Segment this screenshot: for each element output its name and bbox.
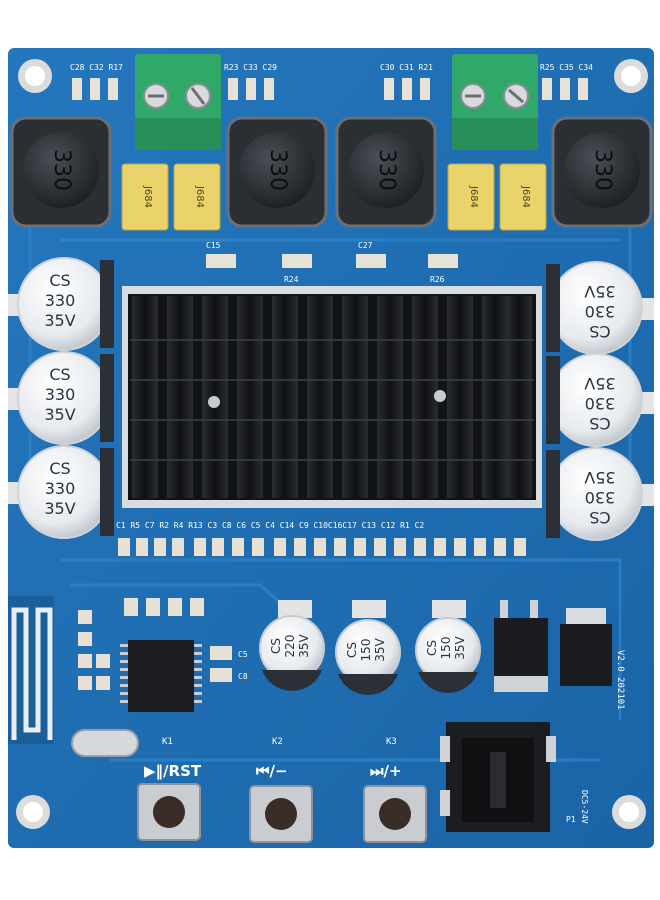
film-cap-3-label: J684: [468, 185, 479, 208]
small-caps: CS 220 35V CS 150 35V CS 150 35V: [259, 600, 481, 695]
ref-r24: R24: [284, 275, 299, 284]
svg-text:CS: CS: [589, 508, 610, 527]
speaker-terminal-right: [452, 54, 538, 150]
inductor-1-label: 330: [49, 149, 74, 191]
ref-top-left-b: R23 C33 C29: [224, 63, 277, 72]
svg-text:35V: 35V: [584, 468, 615, 487]
small-cap-3: CS 150 35V: [415, 600, 481, 693]
mid-smd: [206, 254, 458, 268]
top-smd-left: [72, 78, 274, 100]
large-cap-1: CS 330 35V: [8, 257, 114, 351]
bt-smd: [78, 598, 204, 690]
side-smd: [210, 646, 232, 682]
bt-ic: [120, 640, 202, 712]
svg-text:CS: CS: [49, 459, 70, 478]
smd-row: [118, 538, 526, 556]
inductor-2: 330: [226, 116, 328, 228]
button-label-plus: ⏭/+: [370, 762, 402, 780]
inductor-2-label: 330: [265, 149, 290, 191]
button-ref-k1: K1: [162, 737, 173, 747]
power-ref: P1: [566, 815, 576, 824]
film-cap-1-label: J684: [142, 185, 153, 208]
svg-text:35V: 35V: [297, 633, 311, 657]
large-caps-left: CS 330 35V CS 330 35V CS 330 35V: [8, 257, 114, 539]
inductors: 330 330 330 330: [10, 116, 653, 228]
svg-text:CS: CS: [345, 642, 359, 658]
top-smd-right: [384, 78, 588, 100]
heatsink-fins: [132, 296, 532, 498]
svg-text:CS: CS: [589, 414, 610, 433]
svg-text:330: 330: [585, 394, 616, 413]
svg-text:CS: CS: [269, 638, 283, 654]
svg-text:35V: 35V: [44, 405, 75, 424]
svg-text:150: 150: [359, 639, 373, 662]
svg-text:330: 330: [45, 385, 76, 404]
inductor-4-label: 330: [590, 149, 615, 191]
svg-text:CS: CS: [49, 365, 70, 384]
button-ref-k2: K2: [272, 737, 283, 747]
film-caps: J684 J684 J684 J684: [121, 163, 547, 231]
button-label-rst: ▶‖/RST: [144, 762, 202, 781]
ref-c5: C5: [238, 650, 248, 659]
ref-top-left-a: C28 C32 R17: [70, 63, 123, 72]
svg-text:220: 220: [283, 635, 297, 658]
svg-text:CS: CS: [589, 322, 610, 341]
voltage-regulator: [494, 600, 548, 692]
ref-r26: R26: [430, 275, 445, 284]
small-cap-2: CS 150 35V: [335, 600, 401, 695]
svg-text:35V: 35V: [584, 282, 615, 301]
large-cap-4: CS 330 35V: [546, 261, 654, 355]
svg-text:35V: 35V: [584, 374, 615, 393]
mount-holes: [16, 59, 648, 829]
svg-text:330: 330: [45, 479, 76, 498]
svg-text:35V: 35V: [44, 499, 75, 518]
version-mark: V2.0 202101: [615, 650, 625, 710]
ref-top-right-a: C30 C31 R21: [380, 63, 433, 72]
ref-top-right-b: R25 C35 C34: [540, 63, 593, 72]
power-label: DC5-24V: [580, 790, 589, 824]
ref-c27: C27: [358, 241, 373, 250]
dc-power-jack: [440, 722, 556, 832]
small-cap-1: CS 220 35V: [259, 600, 325, 691]
inductor-1: 330: [10, 116, 112, 228]
bluetooth-antenna: [8, 596, 54, 744]
svg-text:35V: 35V: [373, 637, 387, 661]
button-ref-k3: K3: [386, 737, 397, 747]
svg-text:330: 330: [585, 302, 616, 321]
button-label-minus: ⏮/−: [256, 762, 288, 780]
crystal-oscillator: [71, 729, 139, 757]
plus-button[interactable]: [363, 785, 427, 843]
svg-text:CS: CS: [49, 271, 70, 290]
rst-button[interactable]: [137, 783, 201, 841]
heatsink: [122, 286, 542, 508]
svg-text:35V: 35V: [453, 635, 467, 659]
ref-c8: C8: [238, 672, 248, 681]
inductor-3: 330: [335, 116, 437, 228]
svg-text:150: 150: [439, 637, 453, 660]
large-cap-2: CS 330 35V: [8, 351, 114, 445]
large-cap-3: CS 330 35V: [8, 445, 114, 539]
svg-text:330: 330: [585, 488, 616, 507]
inductor-4: 330: [551, 116, 653, 228]
large-cap-6: CS 330 35V: [546, 447, 654, 541]
svg-text:CS: CS: [425, 640, 439, 656]
film-cap-2-label: J684: [194, 185, 205, 208]
component-row-labels: C1 R5 C7 R2 R4 R13 C3 C8 C6 C5 C4 C14 C9…: [116, 521, 424, 530]
large-caps-right: CS 330 35V CS 330 35V CS 330 35V: [546, 261, 654, 541]
speaker-terminal-left: [135, 54, 221, 150]
diode: [560, 608, 612, 686]
svg-text:35V: 35V: [44, 311, 75, 330]
film-cap-4-label: J684: [520, 185, 531, 208]
large-cap-5: CS 330 35V: [546, 353, 654, 447]
inductor-3-label: 330: [374, 149, 399, 191]
ref-c15: C15: [206, 241, 221, 250]
svg-text:330: 330: [45, 291, 76, 310]
minus-button[interactable]: [249, 785, 313, 843]
